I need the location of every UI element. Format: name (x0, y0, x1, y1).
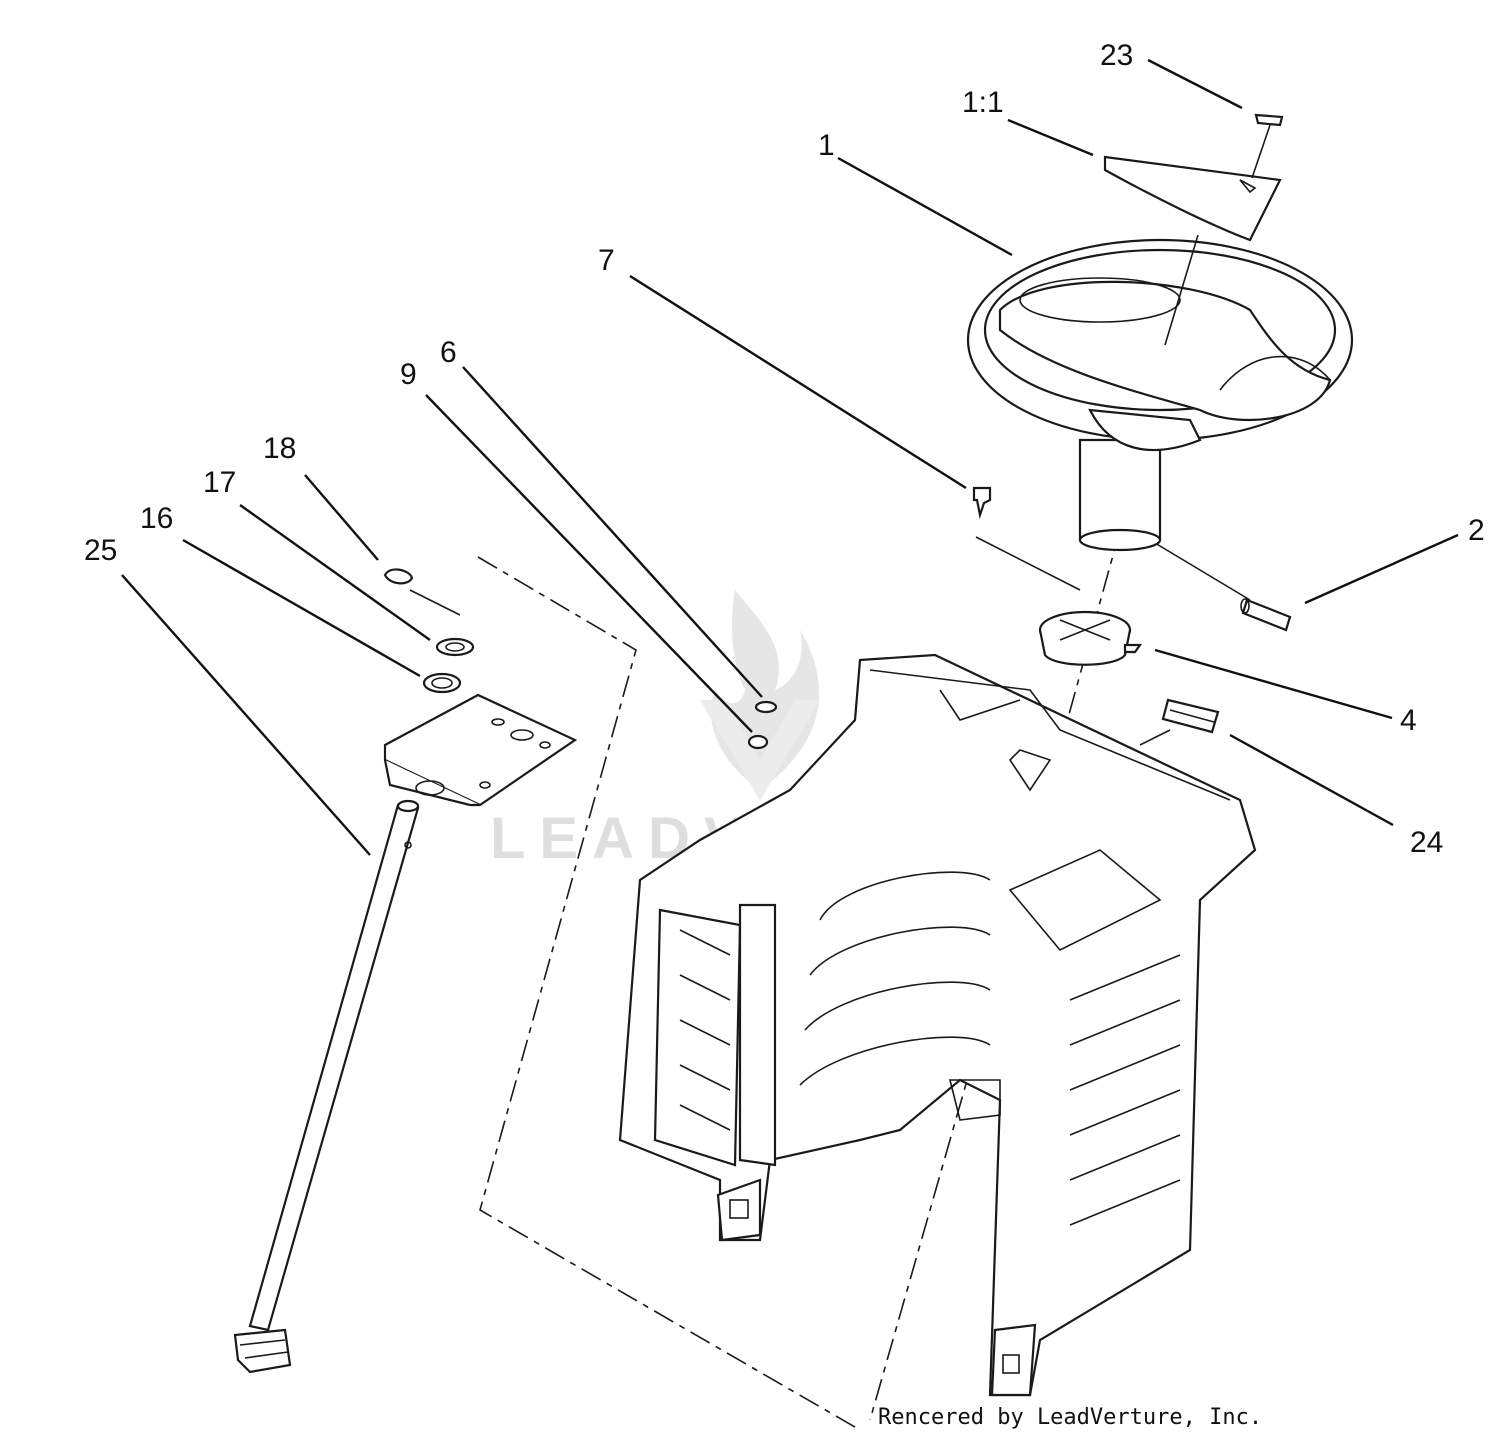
retaining-ring-18 (383, 568, 414, 585)
roll-pin (1240, 598, 1292, 632)
leader-2 (1304, 533, 1459, 605)
callout-25: 25 (84, 534, 117, 567)
callout-2: 2 (1468, 514, 1485, 547)
mounting-bracket (383, 693, 578, 807)
watermark-v-mark (700, 700, 820, 800)
callout-1-1: 1:1 (962, 86, 1004, 119)
nut-9 (747, 734, 769, 750)
clip-23 (1254, 113, 1284, 127)
small-hardware (747, 486, 992, 750)
steering-bushing (1038, 610, 1143, 666)
callout-9: 9 (400, 358, 417, 391)
callout-6: 6 (440, 336, 457, 369)
callout-4: 4 (1400, 704, 1417, 737)
steering-shaft (233, 799, 420, 1374)
callout-1: 1 (818, 129, 835, 162)
leader-9 (425, 394, 753, 733)
leader-7 (629, 274, 967, 490)
leader-23 (1147, 58, 1243, 110)
callout-17: 17 (203, 466, 236, 499)
washers (383, 568, 475, 694)
callout-24: 24 (1410, 826, 1443, 859)
leader-4 (1154, 648, 1393, 720)
spacer-24 (1161, 698, 1220, 734)
washer-6 (754, 700, 778, 714)
washer-17 (435, 637, 475, 657)
leader-25 (121, 574, 371, 856)
washer-16 (422, 672, 462, 694)
callout-labels: 23 1:1 1 7 6 9 18 17 16 25 2 4 24 (84, 39, 1485, 859)
screw-7 (972, 486, 992, 520)
leader-lines (121, 58, 1459, 856)
leader-17 (239, 504, 431, 641)
left-louver-panel (653, 908, 742, 1167)
callout-16: 16 (140, 502, 173, 535)
callout-23: 23 (1100, 39, 1133, 72)
left-mount-tab (716, 1178, 762, 1242)
leader-18 (304, 474, 379, 561)
leader-24 (1229, 733, 1394, 827)
right-slots (1069, 954, 1181, 1226)
dashboard-guide-line (409, 536, 1251, 746)
steering-wheel (966, 238, 1354, 552)
callout-18: 18 (263, 432, 296, 465)
right-mount-tab (990, 1323, 1037, 1397)
exploded-view-panel-outline (477, 556, 861, 1431)
render-credit: Rencered by LeadVerture, Inc. (878, 1405, 1262, 1430)
leader-1 (837, 156, 1013, 257)
leader-6 (462, 366, 763, 698)
callout-7: 7 (598, 244, 615, 277)
steering-cap (1103, 113, 1284, 346)
center-slots (799, 871, 991, 1086)
leader-1-1 (1007, 118, 1094, 157)
dash-console (618, 653, 1257, 1397)
leader-16 (182, 538, 421, 678)
